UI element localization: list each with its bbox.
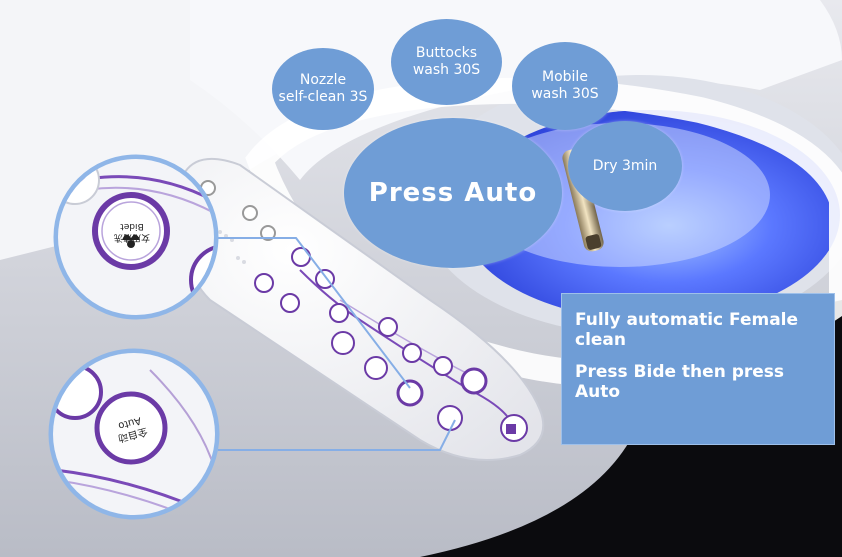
info-line-bidet-auto: Press Bide then press Auto	[575, 362, 785, 402]
mobile-wash-bubble: Mobile wash 30S	[512, 42, 618, 130]
buttocks-wash-bubble: Buttocks wash 30S	[391, 19, 502, 105]
nozzle-self-clean-bubble: Nozzle self-clean 3S	[272, 48, 374, 130]
zoom-label-bidet: 女用清洗 Bidet	[114, 221, 151, 242]
feature-info-box: Fully automatic Female clean Press Bide …	[561, 293, 835, 445]
press-auto-bubble: Press Auto	[344, 118, 562, 268]
dry-bubble: Dry 3min	[568, 121, 682, 211]
info-line-female-clean: Fully automatic Female clean	[575, 310, 799, 350]
